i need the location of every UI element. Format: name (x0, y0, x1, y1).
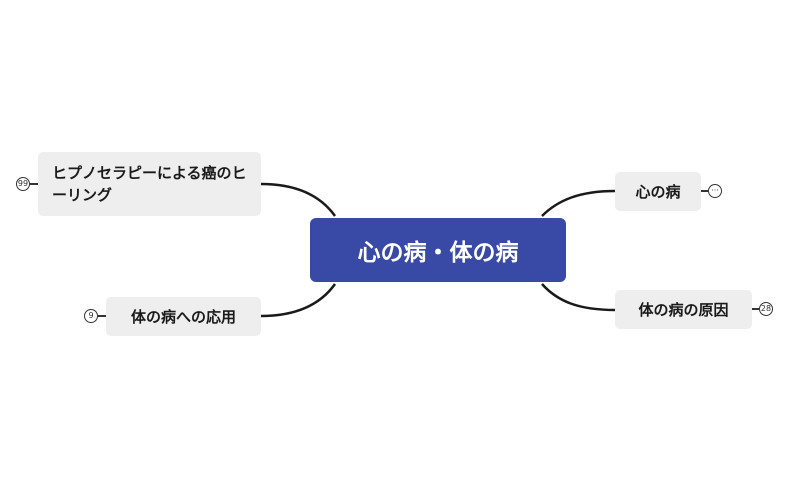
collapsed-count-badge-cause[interactable]: 28 (759, 302, 773, 316)
collapsed-count-badge-hypnotherapy[interactable]: 99 (16, 177, 30, 191)
topic-mind[interactable]: 心の病 (615, 172, 701, 211)
connector-mind (541, 189, 616, 217)
collapse-stub-hypnotherapy (30, 183, 38, 185)
connector-hypnotherapy (260, 182, 337, 217)
topic-cause[interactable]: 体の病の原因 (615, 290, 752, 329)
collapse-stub-mind (701, 190, 708, 192)
topic-cause-label: 体の病の原因 (638, 301, 729, 319)
central-topic[interactable]: 心の病・体の病 (310, 218, 566, 282)
collapse-stub-cause (752, 308, 759, 310)
central-topic-label: 心の病・体の病 (357, 240, 519, 266)
topic-mind-label: 心の病 (635, 183, 681, 201)
collapse-stub-application (98, 315, 106, 317)
collapsed-indicator-mind: ··· (711, 186, 719, 195)
connector-cause (541, 283, 616, 312)
topic-application[interactable]: 体の病への応用 (106, 297, 261, 336)
collapsed-indicator-badge-mind[interactable]: ··· (708, 184, 722, 198)
collapsed-count-hypnotherapy: 99 (17, 179, 29, 188)
topic-hypnotherapy[interactable]: ヒプノセラピーによる癌のヒーリング (38, 152, 261, 216)
collapsed-count-application: 9 (88, 311, 94, 320)
collapsed-count-badge-application[interactable]: 9 (84, 309, 98, 323)
collapsed-count-cause: 28 (760, 304, 772, 313)
topic-hypnotherapy-label: ヒプノセラピーによる癌のヒーリング (52, 164, 247, 204)
topic-application-label: 体の病への応用 (130, 308, 236, 326)
connector-application (260, 283, 337, 318)
